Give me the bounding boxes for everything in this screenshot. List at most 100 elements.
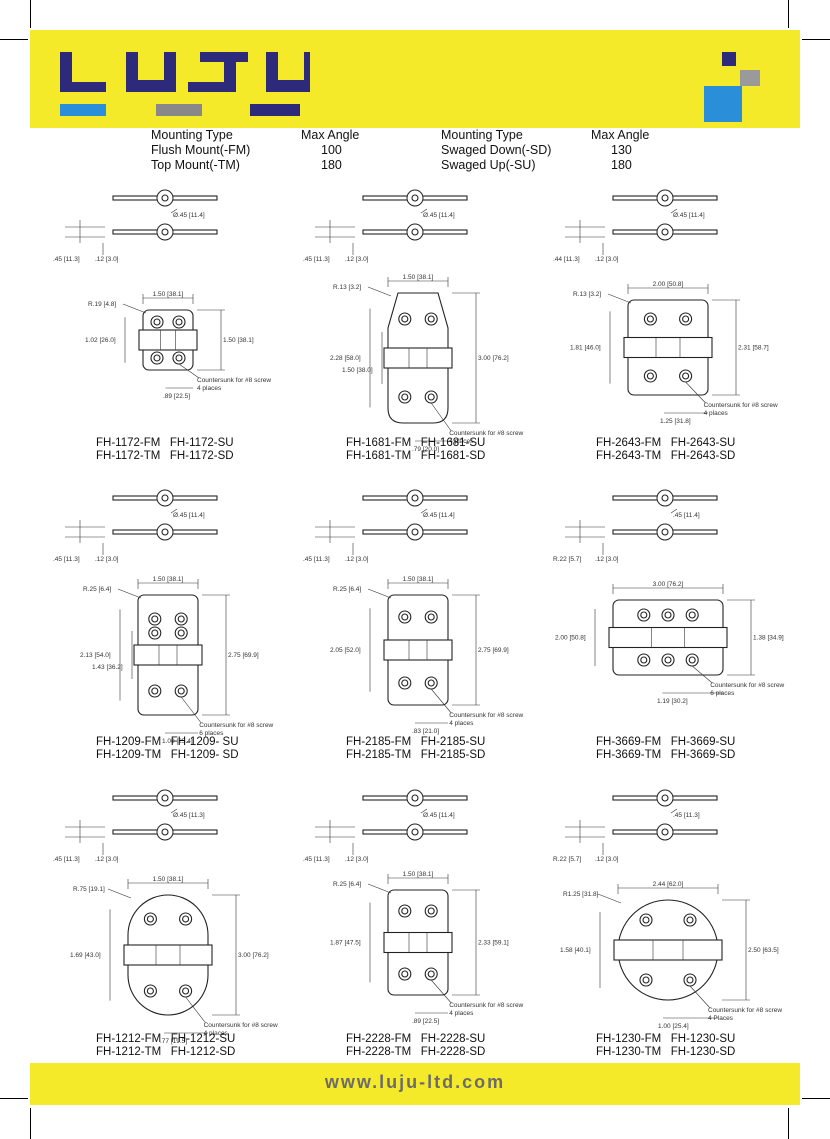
dimension-line — [367, 883, 392, 894]
dimension-label: 1.50 [38.1] — [403, 576, 434, 583]
dimension-label: .12 [3.0] — [595, 256, 619, 263]
dimension-line — [185, 996, 206, 1024]
dimension-label: 1.81 [46.0] — [570, 345, 601, 352]
hinge-leaf-side — [362, 195, 409, 201]
hinge-pin — [411, 528, 419, 536]
hinge-leaf-side — [612, 229, 659, 235]
hinge-pin — [161, 794, 169, 802]
screw-hole-inner — [427, 679, 435, 687]
hinge-pin — [161, 528, 169, 536]
knuckle-band — [383, 639, 453, 661]
crop-mark — [30, 0, 31, 28]
knuckle-band — [383, 931, 453, 954]
product-code-line: FH-2228-TM FH-2228-SD — [346, 1046, 486, 1058]
dimension-label: .12 [3.0] — [595, 556, 619, 563]
hinge-technical-drawing: Ø.45 [11.4].45 [11.3].12 [3.0]1.50 [38.1… — [303, 789, 524, 1025]
dimension-label: .79 [20.0] — [412, 446, 439, 453]
knuckle-split — [655, 337, 681, 358]
hinge-technical-drawing: Ø.45 [11.4].45 [11.3].12 [3.0]1.50 [38.1… — [303, 189, 524, 453]
dimension-label: 1.50 [38.1] — [153, 291, 184, 298]
hinge-leaf-side — [362, 795, 409, 801]
dimension-label: R.22 [5.7] — [553, 856, 581, 863]
dimension-line — [180, 696, 202, 724]
hinge-leaf-side — [171, 795, 218, 801]
dimension-label: 1.69 [43.0] — [70, 952, 101, 959]
dimension-line — [367, 588, 392, 599]
product-code-line: FH-1212-TM FH-1212-SD — [96, 1046, 236, 1058]
dimension-label: 2.00 [50.8] — [555, 635, 586, 642]
hinge-leaf-side — [612, 195, 659, 201]
screw-hole-inner — [153, 354, 161, 362]
header-mounting-type: Mounting Type — [151, 128, 233, 142]
hinge-technical-drawing: Ø.45 [11.4].45 [11.3].12 [3.0]1.50 [38.1… — [303, 489, 524, 735]
hinge-pin — [161, 194, 169, 202]
product-code-line: FH-1230-FM FH-1230-SU — [596, 1033, 736, 1045]
dimension-label: R.13 [3.2] — [333, 284, 361, 291]
hinge-leaf-side — [671, 529, 718, 535]
countersunk-note: Countersunk for #8 screw — [704, 402, 778, 409]
countersunk-count: 4 places — [449, 1010, 474, 1017]
header-banner — [30, 30, 800, 128]
dimension-line — [170, 808, 178, 814]
dimension-label: 2.44 [62.0] — [653, 881, 684, 888]
dimension-line — [670, 808, 678, 814]
dimension-label: .12 [3.0] — [345, 556, 369, 563]
hinge-pin — [661, 828, 669, 836]
footer-banner: www.luju-ltd.com — [30, 1063, 800, 1105]
hinge-technical-drawing: .45 [11.4]R.22 [5.7].12 [3.0]3.00 [76.2]… — [553, 489, 785, 705]
knuckle-band — [623, 336, 713, 359]
dimension-label: R.25 [6.4] — [83, 586, 111, 593]
dimension-label: .89 [22.5] — [163, 393, 190, 400]
hinge-pin — [161, 228, 169, 236]
hinge-pin — [661, 228, 669, 236]
product-drawing: .45 [11.4]R.22 [5.7].12 [3.0]3.00 [76.2]… — [550, 485, 810, 785]
dimension-line — [430, 688, 452, 714]
dimension-label: 1.87 [47.5] — [330, 940, 361, 947]
dimension-label: 1.00 [25.4] — [162, 738, 193, 745]
hinge-leaf-side — [612, 829, 659, 835]
dimension-line — [689, 985, 711, 1009]
countersunk-count: 4 places — [449, 720, 474, 727]
knuckle-split — [408, 348, 428, 368]
dimension-line — [430, 979, 452, 1004]
crop-mark — [788, 0, 789, 28]
dimension-label: 1.43 [36.2] — [92, 664, 123, 671]
countersunk-count: 4 places — [704, 410, 729, 417]
knuckle-band — [138, 329, 198, 351]
dimension-line — [685, 381, 706, 404]
dimension-label: 1.50 [38.1] — [153, 576, 184, 583]
countersunk-note: Countersunk for #8 screw — [710, 682, 784, 689]
hinge-leaf-side — [171, 495, 218, 501]
hinge-technical-drawing: Ø.45 [11.3].45 [11.3].12 [3.0]1.50 [38.1… — [53, 789, 278, 1045]
countersunk-note: Countersunk for #8 screw — [449, 430, 523, 437]
dimension-label: .44 [11.3] — [553, 256, 580, 263]
product-code-line: FH-2185-FM FH-2185-SU — [346, 736, 486, 748]
product-code-line: FH-1209-FM FH-1209- SU — [96, 736, 239, 748]
screw-hole-inner — [182, 915, 190, 923]
dimension-line — [607, 293, 632, 304]
mount-angle: 180 — [321, 158, 342, 172]
screw-hole-inner — [401, 315, 409, 323]
website-url[interactable]: www.luju-ltd.com — [324, 1072, 506, 1092]
hinge-leaf-side — [671, 495, 718, 501]
product-drawing: Ø.45 [11.4].45 [11.3].12 [3.0]1.50 [38.1… — [50, 485, 310, 785]
hinge-pin — [411, 828, 419, 836]
dimension-label: 3.00 [76.2] — [478, 355, 509, 362]
knuckle-split — [408, 640, 428, 660]
knuckle-split — [158, 645, 178, 665]
dimension-label: 1.58 [40.1] — [560, 947, 591, 954]
dimension-line — [170, 208, 178, 214]
screw-hole-inner — [664, 656, 672, 664]
hinge-leaf-side — [171, 195, 218, 201]
dimension-label: 2.00 [50.8] — [653, 281, 684, 288]
hinge-pin — [411, 194, 419, 202]
screw-hole-inner — [688, 656, 696, 664]
dimension-label: 1.50 [38.1] — [403, 871, 434, 878]
countersunk-note: Countersunk for #8 screw — [204, 1022, 278, 1029]
hinge-leaf-side — [362, 495, 409, 501]
crop-mark — [788, 1108, 789, 1139]
mount-type: Swaged Up(-SU) — [441, 158, 536, 172]
screw-hole-inner — [427, 970, 435, 978]
product-code-line: FH-1212-FM FH-1212-SU — [96, 1033, 236, 1045]
